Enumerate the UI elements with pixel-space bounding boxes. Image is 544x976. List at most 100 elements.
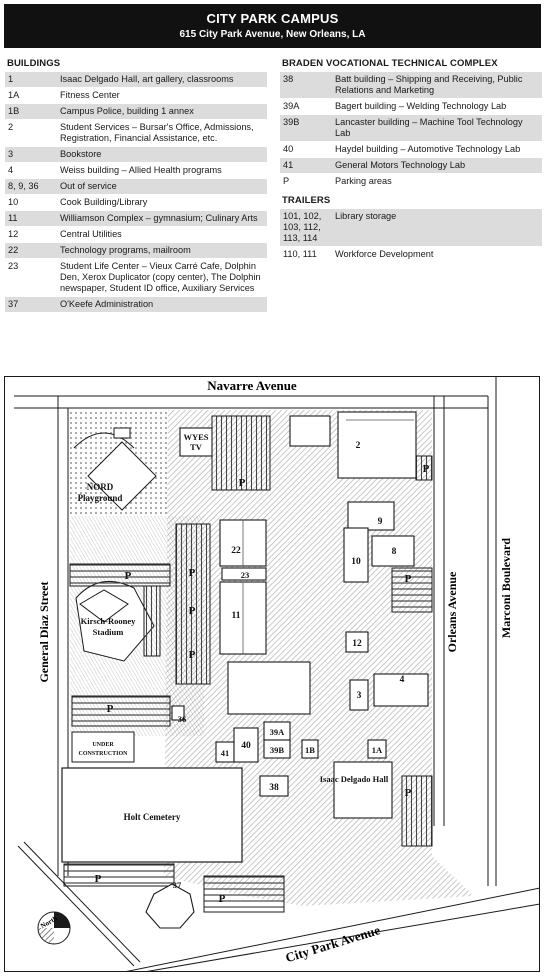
legend-description: Lancaster building – Machine Tool Techno…	[335, 117, 523, 138]
legend-row: 23 Student Life Center – Vieux Carré Cafe…	[5, 259, 267, 297]
legend-description: Williamson Complex – gymnasium; Culinary…	[60, 213, 258, 223]
building-40[interactable]	[233, 727, 259, 763]
legend-description: Bookstore	[60, 149, 102, 159]
nord-label: NORD	[87, 482, 114, 492]
label-building-10: 10	[351, 557, 361, 567]
parking-lots	[63, 415, 433, 913]
campus-header: CITY PARK CAMPUS 615 City Park Avenue, N…	[4, 4, 541, 48]
building-38[interactable]	[259, 775, 289, 797]
parking-lot-south[interactable]	[203, 875, 285, 913]
building-8[interactable]	[371, 535, 415, 567]
construction-label: CONSTRUCTION	[78, 751, 128, 757]
under-label: UNDER	[92, 742, 114, 748]
building-2[interactable]	[337, 411, 417, 479]
label-building-23: 23	[241, 570, 250, 580]
parking-lot-central-strip[interactable]	[175, 523, 211, 685]
legend-number: 23	[8, 261, 19, 271]
building-37[interactable]	[145, 883, 195, 929]
legend-description: General Motors Technology Lab	[335, 160, 466, 170]
legend-description: Batt building – Shipping and Receiving, …	[335, 74, 523, 95]
building-23[interactable]	[221, 567, 267, 581]
label-building-41: 41	[221, 748, 230, 758]
campus-map[interactable]: Navarre Avenue General Diaz Street Orlea…	[4, 376, 540, 972]
legend-number: 11	[8, 213, 18, 223]
legend-number: P	[283, 176, 290, 186]
orleans-avenue-label: Orleans Avenue	[445, 571, 459, 652]
building-12[interactable]	[345, 631, 369, 653]
isaac-delgado-hall[interactable]	[333, 761, 393, 819]
wyes-building[interactable]	[179, 427, 213, 457]
legend-description: Library storage	[335, 211, 397, 221]
legend-description: Haydel building – Automotive Technology …	[335, 144, 521, 154]
label-building-22: 22	[231, 546, 241, 556]
building-2-annex[interactable]	[289, 415, 331, 447]
building-36[interactable]	[171, 705, 185, 721]
under-construction-area	[71, 731, 135, 763]
legend-number: 40	[283, 144, 294, 154]
legend-description: Weiss building – Allied Health programs	[60, 165, 222, 175]
holt-cemetery	[61, 767, 243, 863]
legend-row: 37 O'Keefe Administration	[5, 297, 267, 313]
wyes-label: WYES	[183, 432, 208, 442]
building-39b[interactable]	[263, 739, 291, 759]
legend-number: 38	[283, 74, 294, 84]
building-9[interactable]	[347, 501, 395, 531]
legend-description: Central Utilities	[60, 229, 122, 239]
marconi-boulevard-label: Marconi Boulevard	[499, 538, 513, 638]
building-10[interactable]	[343, 527, 369, 583]
kirsch-rooney-stadium[interactable]	[75, 581, 161, 662]
stadium-label-2: Stadium	[93, 627, 124, 637]
legend-number: 10	[8, 197, 19, 207]
building-1b[interactable]	[301, 739, 319, 759]
parking-lot-building-8[interactable]	[391, 567, 433, 613]
legend-number: 1B	[8, 106, 20, 116]
parking-lot-stadium-south[interactable]	[71, 695, 171, 727]
label-building-9: 9	[378, 517, 383, 527]
legend-description: Cook Building/Library	[60, 197, 148, 207]
building-footprints	[145, 411, 429, 929]
legend-number: 37	[8, 299, 19, 309]
buildings-heading: BUILDINGS	[7, 58, 61, 69]
parking-marker: P	[189, 649, 196, 661]
parking-lot-wyes[interactable]	[211, 415, 271, 491]
legend-description: Student Services – Bursar's Office, Admi…	[60, 122, 254, 143]
general-diaz-street-label: General Diaz Street	[37, 581, 51, 682]
building-4[interactable]	[373, 673, 429, 707]
building-3[interactable]	[349, 679, 369, 711]
legend-description: O'Keefe Administration	[60, 299, 154, 309]
legend-row: 11 Williamson Complex – gymnasium; Culina…	[5, 211, 267, 227]
wyes-tv-label: TV	[190, 442, 203, 452]
braden-complex-block[interactable]	[227, 661, 311, 715]
building-1a[interactable]	[367, 739, 387, 759]
parking-marker: P	[107, 703, 114, 715]
stadium-label-1: Kirsch-Rooney	[81, 616, 137, 626]
legend-row: 40 Haydel building – Automotive Technolog…	[280, 142, 542, 158]
label-building-37: 37	[173, 880, 182, 890]
parking-lot-southwest[interactable]	[63, 863, 175, 887]
parking-lot-stadium-north[interactable]	[69, 563, 171, 587]
street-grid	[14, 376, 497, 886]
legend-number: 22	[8, 245, 19, 255]
label-building-40: 40	[241, 741, 251, 751]
legend-description: Student Life Center – Vieux Carré Cafe, …	[60, 261, 261, 293]
legend-number: 1	[8, 74, 14, 84]
parking-marker: P	[189, 567, 196, 579]
label-building-2: 2	[356, 441, 361, 451]
label-building-11: 11	[232, 611, 241, 621]
campus-title: CITY PARK CAMPUS	[206, 11, 339, 26]
parking-lot-delgado-east[interactable]	[401, 775, 433, 847]
legend-description: Bagert building – Welding Technology Lab	[335, 101, 507, 111]
